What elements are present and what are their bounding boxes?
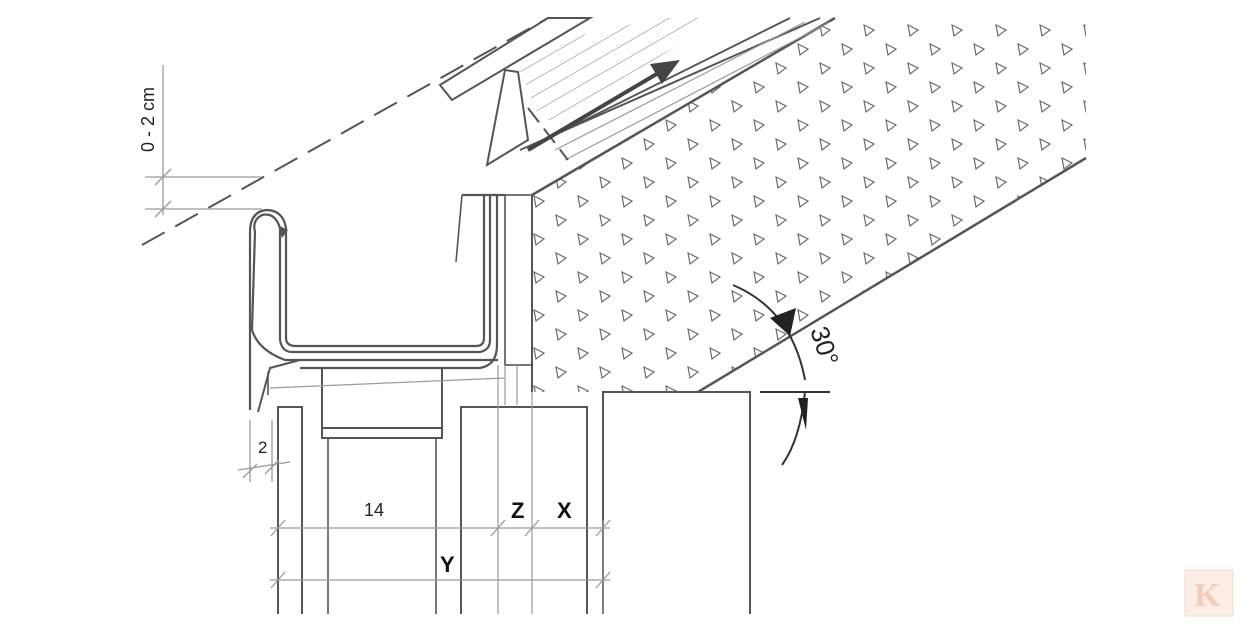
label-range: 0 - 2 cm (138, 87, 158, 152)
wall-blocks (277, 367, 751, 614)
dimension-gap (237, 420, 291, 482)
fascia-post (497, 194, 533, 614)
dimension-width (270, 519, 611, 614)
svg-text:K: K (1194, 577, 1221, 614)
label-width: 14 (364, 500, 384, 520)
logo-mark: K (1184, 569, 1234, 617)
roof-reference-line (141, 17, 549, 246)
dimension-range (145, 65, 262, 218)
label-z: Z (511, 498, 524, 523)
dimension-y (270, 571, 611, 589)
label-y: Y (440, 552, 455, 577)
label-gap: 2 (258, 438, 267, 457)
flow-arrow (526, 60, 680, 152)
roof-battens (438, 17, 831, 168)
label-x: X (557, 498, 572, 523)
label-angle: 30° (804, 323, 845, 370)
angle-indicator (732, 284, 830, 466)
gutter-profile (248, 193, 506, 413)
